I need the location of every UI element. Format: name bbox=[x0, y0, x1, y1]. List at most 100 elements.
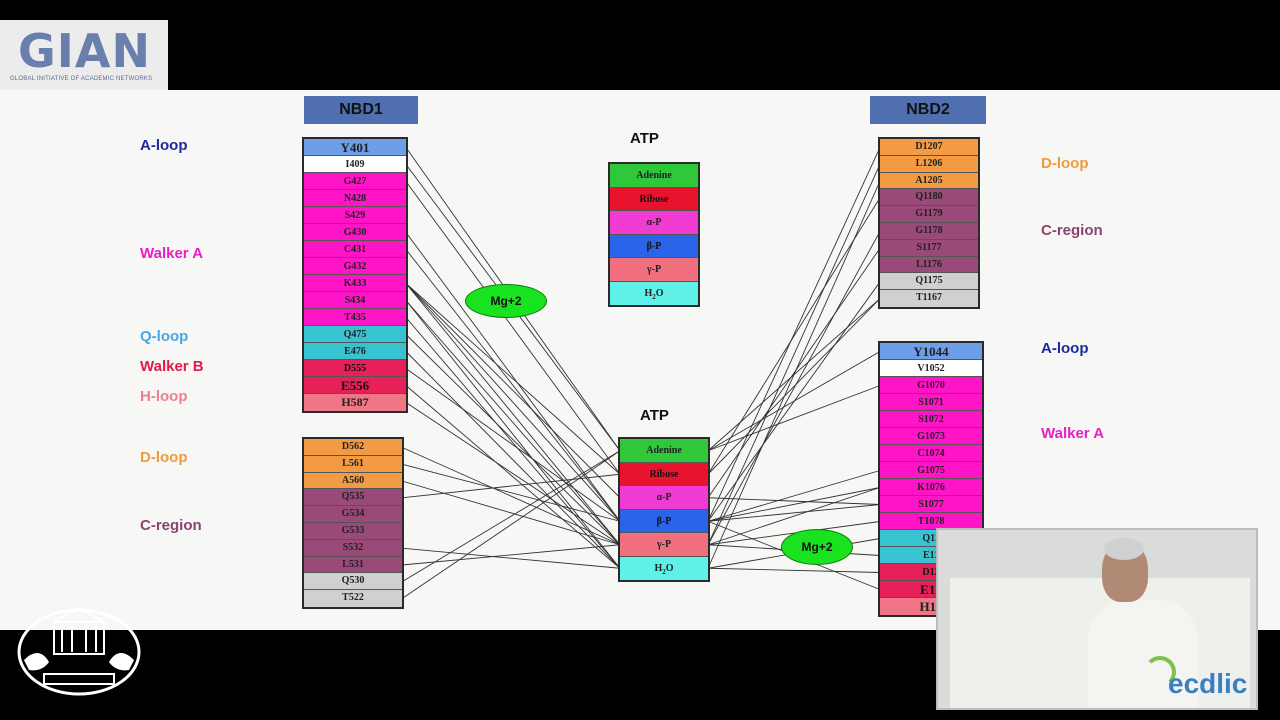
label-h-loop-left: H-loop bbox=[140, 388, 188, 405]
residue-cell: L1206 bbox=[880, 155, 978, 173]
residue-cell: D562 bbox=[304, 439, 402, 456]
residue-cell: L1176 bbox=[880, 256, 978, 274]
nbd1-header: NBD1 bbox=[304, 96, 418, 124]
interaction-line bbox=[707, 567, 881, 573]
presenter-hair bbox=[1104, 538, 1144, 560]
residue-cell: D555 bbox=[304, 360, 406, 377]
gian-logo-word: GIAN bbox=[18, 24, 151, 78]
interaction-line bbox=[707, 298, 881, 452]
mg-ion-upper: Mg+2 bbox=[465, 284, 547, 318]
mg-label-upper: Mg+2 bbox=[490, 294, 522, 308]
residue-cell: T1167 bbox=[880, 290, 978, 307]
mg-ion-lower: Mg+2 bbox=[781, 529, 853, 565]
residue-cell: G534 bbox=[304, 506, 402, 523]
interaction-line bbox=[405, 402, 621, 546]
interaction-line bbox=[401, 480, 621, 546]
residue-cell: K1076 bbox=[880, 479, 982, 496]
interaction-line bbox=[405, 351, 621, 569]
interaction-line bbox=[405, 283, 621, 499]
residue-cell: A560 bbox=[304, 472, 402, 490]
label-walker-a-left: Walker A bbox=[140, 245, 204, 262]
residue-cell: G1070 bbox=[880, 377, 982, 394]
residue-cell: Y401 bbox=[304, 139, 406, 156]
interaction-line bbox=[405, 368, 621, 522]
label-walker-b-left: Walker B bbox=[140, 358, 204, 375]
residue-cell: S434 bbox=[304, 292, 406, 309]
gian-logo-tagline: GLOBAL INITIATIVE OF ACADEMIC NETWORKS bbox=[10, 76, 153, 82]
residue-cell: Ribose bbox=[620, 462, 708, 486]
residue-cell: β-P bbox=[620, 509, 708, 533]
label-c-region-left: C-region bbox=[140, 517, 202, 534]
residue-cell: G430 bbox=[304, 224, 406, 241]
interaction-line bbox=[401, 473, 621, 499]
presenter-webcam: ecdlic bbox=[936, 528, 1258, 710]
residue-cell: C1074 bbox=[880, 445, 982, 462]
interaction-line bbox=[707, 351, 881, 452]
residue-cell: β-P bbox=[610, 234, 698, 258]
mg-label-lower: Mg+2 bbox=[801, 540, 833, 554]
residue-cell: T435 bbox=[304, 309, 406, 326]
interaction-line bbox=[707, 164, 881, 545]
residue-cell: Adenine bbox=[610, 164, 698, 188]
interaction-line bbox=[707, 470, 881, 522]
nbd2-header: NBD2 bbox=[870, 96, 986, 124]
interaction-line bbox=[707, 385, 881, 452]
interaction-line bbox=[707, 231, 881, 545]
label-q-loop-left: Q-loop bbox=[140, 328, 189, 345]
residue-cell: H587 bbox=[304, 394, 406, 411]
interaction-line bbox=[707, 487, 881, 522]
residue-cell: α-P bbox=[620, 486, 708, 510]
residue-cell: Q535 bbox=[304, 489, 402, 507]
interaction-line bbox=[405, 181, 621, 475]
residue-cell: Q1175 bbox=[880, 273, 978, 291]
residue-cell: G1179 bbox=[880, 206, 978, 223]
residue-cell: S532 bbox=[304, 539, 402, 557]
interaction-line bbox=[707, 497, 881, 505]
ecdlic-logo-icon bbox=[1144, 656, 1176, 688]
atp-title-lower: ATP bbox=[640, 407, 669, 424]
residue-cell: G1075 bbox=[880, 462, 982, 479]
ecdlic-brand: ecdlic bbox=[1168, 668, 1248, 699]
atp-title-upper: ATP bbox=[630, 130, 659, 147]
residue-cell: γ-P bbox=[620, 533, 708, 557]
residue-cell: G432 bbox=[304, 258, 406, 275]
residue-cell: Q1180 bbox=[880, 189, 978, 207]
residue-cell: G1178 bbox=[880, 222, 978, 240]
interaction-line bbox=[401, 446, 621, 546]
interaction-line bbox=[707, 197, 881, 475]
interaction-line bbox=[401, 463, 621, 522]
residue-cell: E556 bbox=[304, 377, 406, 394]
interaction-line bbox=[401, 544, 621, 566]
interaction-line bbox=[707, 298, 881, 475]
residue-cell: D1207 bbox=[880, 139, 978, 156]
residue-cell: G1073 bbox=[880, 428, 982, 445]
label-d-loop-left: D-loop bbox=[140, 449, 188, 466]
residue-cell: H2O bbox=[620, 556, 708, 580]
interaction-line bbox=[405, 334, 621, 546]
residue-cell: Adenine bbox=[620, 439, 708, 463]
residue-cell: γ-P bbox=[610, 258, 698, 282]
residue-cell: S1177 bbox=[880, 239, 978, 257]
interaction-line bbox=[707, 487, 881, 546]
residue-cell: L561 bbox=[304, 455, 402, 473]
residue-cell: T522 bbox=[304, 590, 402, 607]
label-walker-a-right: Walker A bbox=[1041, 425, 1105, 442]
residue-cell: S429 bbox=[304, 207, 406, 224]
residue-cell: H2O bbox=[610, 281, 698, 305]
residue-cell: T1078 bbox=[880, 513, 982, 530]
residue-cell: G533 bbox=[304, 522, 402, 540]
residue-cell: Q530 bbox=[304, 573, 402, 591]
residue-cell: S1077 bbox=[880, 496, 982, 513]
interaction-line bbox=[405, 283, 621, 475]
interaction-line bbox=[707, 147, 881, 522]
gian-logo: GIAN GLOBAL INITIATIVE OF ACADEMIC NETWO… bbox=[0, 20, 168, 90]
residue-cell: C431 bbox=[304, 241, 406, 258]
presenter-body bbox=[1088, 600, 1198, 708]
label-a-loop-left: A-loop bbox=[140, 137, 188, 154]
residue-cell: L531 bbox=[304, 556, 402, 574]
